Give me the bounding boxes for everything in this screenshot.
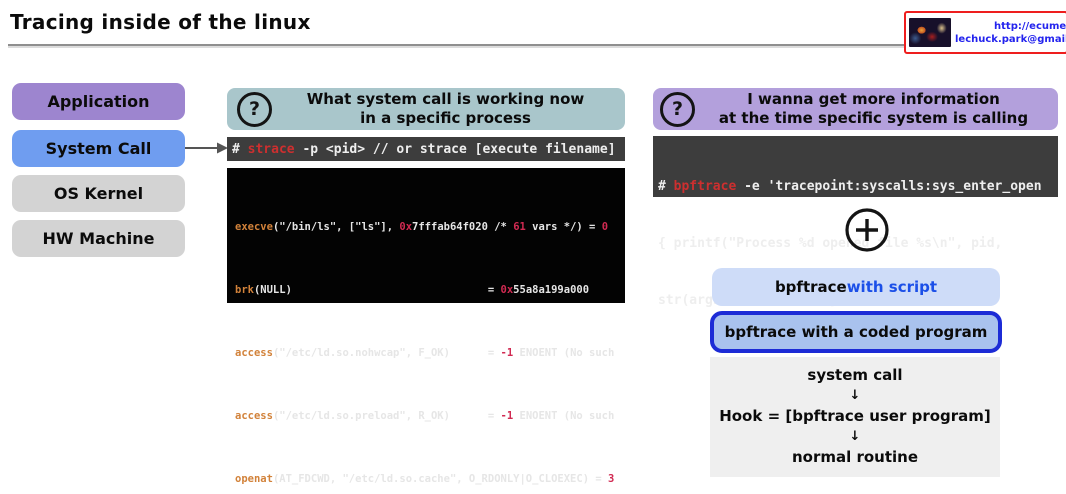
title-divider: [8, 44, 1059, 46]
page-title: Tracing inside of the linux: [10, 10, 311, 34]
strace-command-line: # strace -p <pid> // or strace [execute …: [227, 137, 625, 161]
option-bpftrace-with-script: bpftrace with script: [712, 268, 1000, 306]
flow-step-normal-routine: normal routine: [791, 448, 919, 466]
code-line: # bpftrace -e 'tracepoint:syscalls:sys_e…: [658, 179, 1042, 194]
code-line: { printf("Process %d opened file %s\n", …: [658, 236, 1003, 251]
lechuck-portrait-image: [909, 18, 951, 47]
question-mark-icon: ?: [660, 91, 695, 127]
terminal-line: access("/etc/ld.so.preload", R_OK) = -1 …: [235, 410, 615, 422]
down-arrow-icon: ↓: [849, 388, 861, 403]
strace-terminal-output: execve("/bin/ls", ["ls"], 0x7fffab64f020…: [227, 168, 625, 485]
arrow-right-icon: [185, 142, 228, 154]
strace-question-text: What system call is working now in a spe…: [306, 90, 585, 127]
stack-item-os-kernel: OS Kernel: [12, 175, 185, 212]
stack-item-system-call: System Call: [12, 130, 185, 167]
hook-flow-box: system call ↓ Hook = [bpftrace user prog…: [710, 357, 1000, 477]
contact-url: http://ecumee.net: [994, 20, 1066, 32]
contact-email: lechuck.park@gmail.com: [955, 33, 1066, 45]
question-mark-icon: ?: [237, 91, 272, 127]
plus-icon: [845, 208, 889, 252]
option-bpftrace-coded-program: bpftrace with a coded program: [710, 311, 1002, 353]
terminal-line: execve("/bin/ls", ["ls"], 0x7fffab64f020…: [235, 221, 609, 233]
bpftrace-question-header: ? I wanna get more information at the ti…: [653, 88, 1058, 130]
flow-step-hook: Hook = [bpftrace user program]: [719, 407, 991, 425]
contact-text: http://ecumee.net lechuck.park@gmail.com: [955, 20, 1066, 46]
terminal-line: brk(NULL) = 0x55a8a199a000: [235, 284, 590, 296]
bpftrace-question-text: I wanna get more information at the time…: [718, 90, 1029, 127]
flow-step-system-call: system call: [807, 366, 903, 384]
strace-question-header: ? What system call is working now in a s…: [227, 88, 625, 130]
stack-item-application: Application: [12, 83, 185, 120]
down-arrow-icon: ↓: [849, 429, 861, 444]
terminal-line: access("/etc/ld.so.nohwcap", F_OK) = -1 …: [235, 347, 615, 359]
terminal-line: openat(AT_FDCWD, "/etc/ld.so.cache", O_R…: [235, 473, 615, 485]
contact-badge: http://ecumee.net lechuck.park@gmail.com: [904, 11, 1066, 54]
bpftrace-command-box: # bpftrace -e 'tracepoint:syscalls:sys_e…: [653, 136, 1058, 308]
stack-item-hw-machine: HW Machine: [12, 220, 185, 257]
